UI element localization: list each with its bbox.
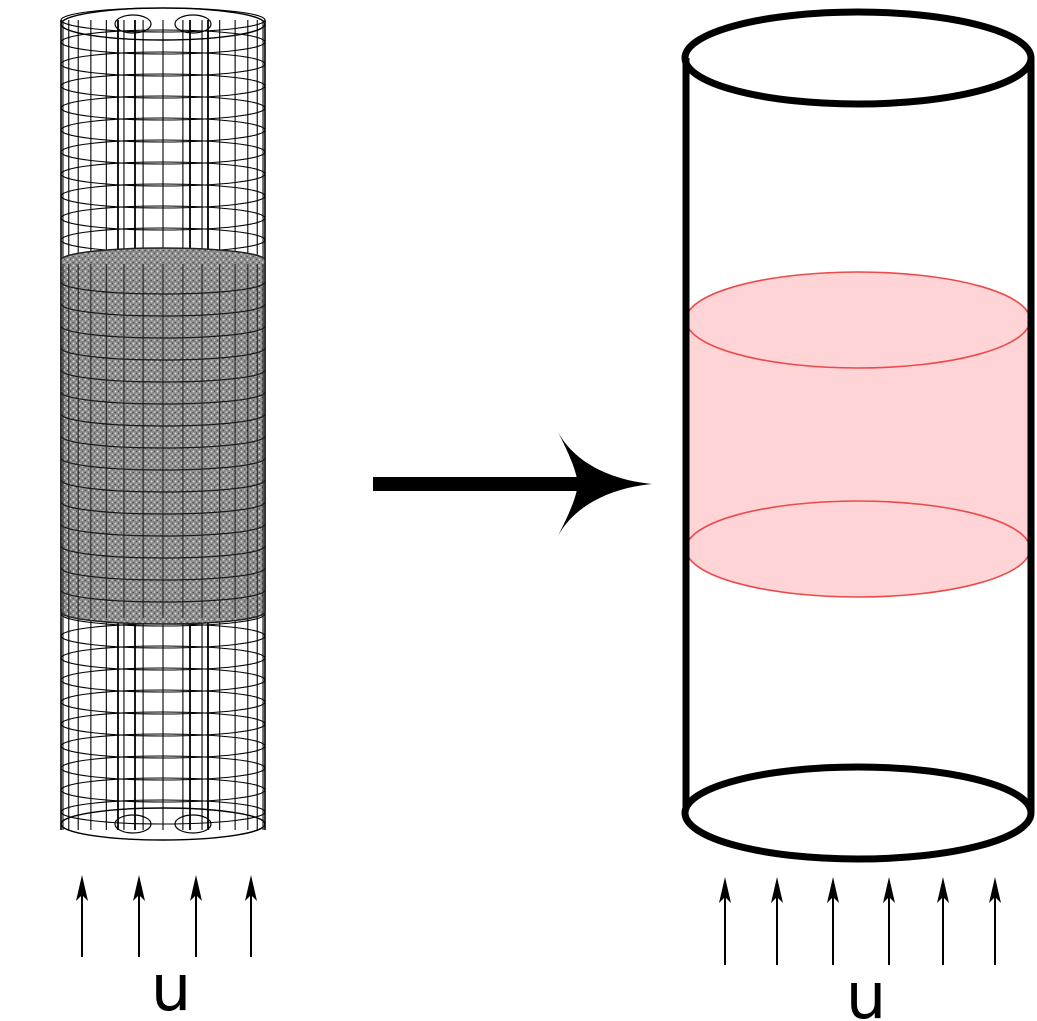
mesh-ring	[60, 689, 266, 715]
mesh-ring	[60, 205, 266, 231]
mesh-ring	[60, 51, 266, 77]
mesh-ring	[60, 733, 266, 759]
mesh-end-cap	[60, 807, 266, 841]
mesh-ring	[60, 667, 266, 693]
up-arrow-icon	[245, 875, 257, 957]
mesh-ring	[60, 161, 266, 187]
mesh-ring	[60, 755, 266, 781]
mesh-ring	[60, 777, 266, 803]
mesh-cap-detail	[114, 814, 152, 834]
right-arrow-icon	[373, 432, 652, 536]
left-flow-arrows	[76, 875, 257, 957]
up-arrow-icon	[719, 877, 731, 965]
mesh-ring	[60, 799, 266, 825]
right-flow-arrows	[719, 877, 1001, 965]
packed-bed-region	[60, 247, 266, 625]
mesh-end-cap	[60, 7, 266, 41]
right-flow-label: u	[846, 960, 887, 1021]
up-arrow-icon	[827, 877, 839, 965]
mesh-ring	[60, 29, 266, 55]
mesh-ring	[60, 95, 266, 121]
mesh-ring	[60, 139, 266, 165]
schematic-column	[681, 8, 1035, 863]
mesh-ring	[60, 711, 266, 737]
left-flow-label: u	[151, 952, 192, 1021]
up-arrow-icon	[937, 877, 949, 965]
mesh-ring	[60, 73, 266, 99]
up-arrow-icon	[76, 875, 88, 957]
mesh-ring	[60, 183, 266, 209]
mesh-cap-detail	[174, 814, 212, 834]
cylinder-top-cap	[681, 8, 1035, 108]
particle-zone	[685, 271, 1031, 598]
up-arrow-icon	[989, 877, 1001, 965]
up-arrow-icon	[133, 875, 145, 957]
mesh-cap-detail	[114, 14, 152, 34]
up-arrow-icon	[883, 877, 895, 965]
mesh-ring	[60, 645, 266, 671]
up-arrow-icon	[771, 877, 783, 965]
mesh-cap-detail	[174, 14, 212, 34]
mesh-ring	[60, 117, 266, 143]
cylinder-bottom-cap	[681, 763, 1035, 863]
up-arrow-icon	[190, 875, 202, 957]
